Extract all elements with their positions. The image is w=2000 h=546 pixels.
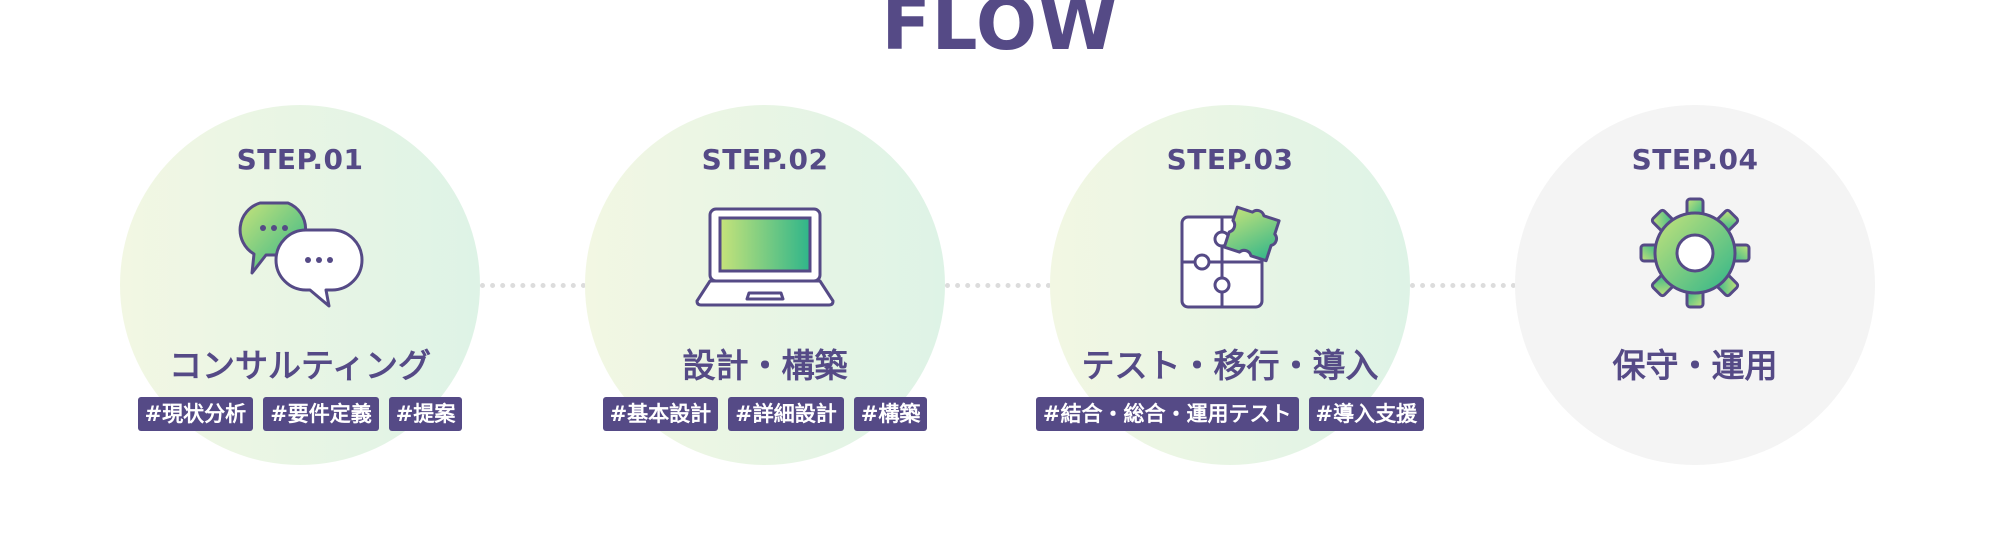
step-connector — [480, 283, 586, 288]
step-title: 設計・構築 — [682, 346, 848, 385]
flow-step-1: STEP.01 コンサルティング #現状分析 #要件定義 #提案 — [115, 0, 485, 546]
step-title: 保守・運用 — [1612, 346, 1778, 385]
tag: #提案 — [388, 397, 463, 431]
step-connector — [1410, 283, 1516, 288]
flow-step-3: STEP.03 テスト・移行・導入 #結合・総合・運用テスト #導入支援 — [1035, 0, 1425, 546]
flow-step-2: STEP.02 設計・構築 #基本設計 #詳細設計 #構築 — [580, 0, 950, 546]
laptop-icon — [695, 193, 835, 313]
page-title: FLOW — [881, 0, 1119, 66]
gear-icon — [1625, 193, 1765, 313]
tag: #要件定義 — [263, 397, 379, 431]
tag: #現状分析 — [137, 397, 254, 431]
step-tags: #結合・総合・運用テスト #導入支援 — [985, 397, 1475, 431]
step-number: STEP.02 — [701, 143, 829, 176]
step-tags: #基本設計 #詳細設計 #構築 — [520, 397, 1010, 431]
chat-bubbles-icon — [230, 193, 370, 313]
step-title: コンサルティング — [168, 346, 432, 385]
puzzle-icon — [1160, 193, 1300, 313]
tag: #結合・総合・運用テスト — [1035, 397, 1299, 431]
step-number: STEP.01 — [236, 143, 364, 176]
tag: #導入支援 — [1308, 397, 1425, 431]
step-tags: #現状分析 #要件定義 #提案 — [55, 397, 545, 431]
tag: #構築 — [853, 397, 928, 431]
flow-step-4: STEP.04 保守・運用 — [1510, 0, 1880, 546]
step-number: STEP.04 — [1631, 143, 1759, 176]
tag: #詳細設計 — [728, 397, 844, 431]
tag: #基本設計 — [602, 397, 719, 431]
step-title: テスト・移行・導入 — [1081, 346, 1379, 385]
step-connector — [945, 283, 1051, 288]
step-number: STEP.03 — [1166, 143, 1294, 176]
